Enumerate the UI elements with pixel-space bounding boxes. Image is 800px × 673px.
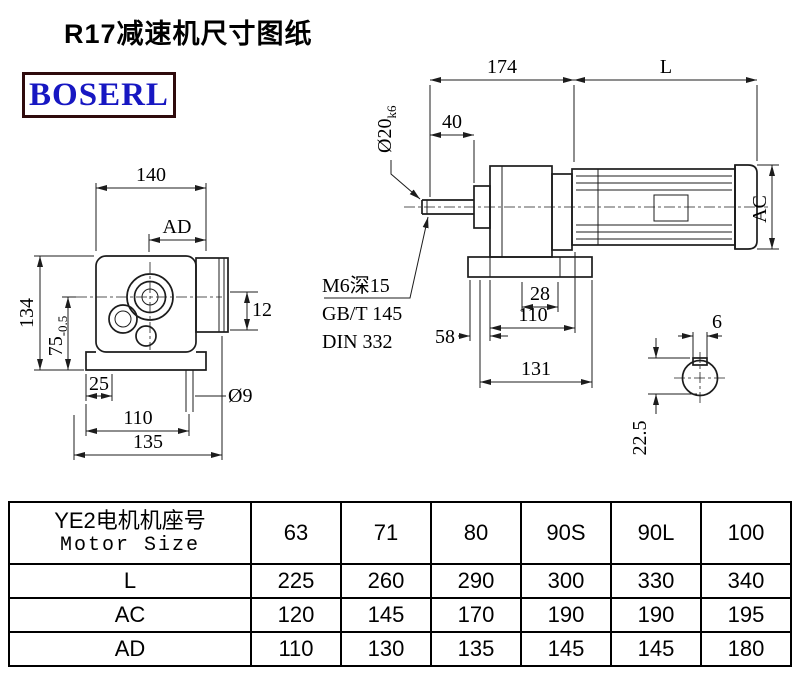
dim-length-110: 110 [518,304,547,326]
row-label-AC: AC [8,597,252,633]
gearbox-foot-flange [85,351,207,371]
front-view [76,255,229,412]
size-63: 63 [250,501,342,565]
AD-63: 110 [250,631,342,667]
size-90s: 90S [520,501,612,565]
dim-width-140: 140 [136,164,166,186]
L-90l: 330 [610,563,702,599]
fan-cover [734,164,758,250]
dim-hole-dia-9: Ø9 [228,385,252,407]
size-71: 71 [340,501,432,565]
motor-fins [576,175,732,240]
motor-adapter [551,173,573,251]
AC-100: 195 [700,597,792,633]
AD-90l: 145 [610,631,702,667]
page-title: R17减速机尺寸图纸 [64,19,313,49]
header-label-cn: YE2电机机座号 [54,507,206,533]
input-bore [108,304,138,334]
AD-80: 135 [430,631,522,667]
table-row-L: L 225 260 290 300 330 340 [8,563,792,599]
AD-71: 130 [340,631,432,667]
L-90s: 300 [520,563,612,599]
size-100: 100 [700,501,792,565]
dim-width-135: 135 [133,431,163,453]
L-100: 340 [700,563,792,599]
size-80: 80 [430,501,522,565]
dim-length-L: L [660,56,672,78]
technical-drawing: 140 AD 134 75-0.5 12 25 [16,56,779,460]
dim-height-134: 134 [16,298,38,328]
dim-length-58: 58 [435,326,455,348]
header-label-en: Motor Size [59,534,201,558]
dim-shaft-dia-20k6: Ø20k6 [374,105,399,153]
AD-90s: 145 [520,631,612,667]
boserl-logo: BOSERL [22,72,176,118]
note-m6: M6深15 [322,274,390,297]
dim-width-110: 110 [123,407,152,429]
AC-90s: 190 [520,597,612,633]
note-din: DIN 332 [322,331,393,353]
side-view-dimensions: 174 L 40 Ø20k6 AC M6深15 GB/T 145 DIN 332 [322,56,779,388]
dim-height-ac: AC [749,195,771,223]
dim-length-174: 174 [487,56,517,78]
L-80: 290 [430,563,522,599]
dim-length-40: 40 [442,111,462,133]
shaft-end-detail: 6 22.5 [629,311,726,456]
row-label-AD: AD [8,631,252,667]
gear-housing [489,165,553,258]
table-row-AD: AD 110 130 135 145 145 180 [8,631,792,667]
AC-80: 170 [430,597,522,633]
AC-71: 145 [340,597,432,633]
AD-100: 180 [700,631,792,667]
gearbox-side-boss [195,257,229,333]
AC-90l: 190 [610,597,702,633]
motor-size-table: YE2电机机座号 Motor Size 63 71 80 90S 90L 100… [8,501,792,667]
table-header-row: YE2电机机座号 Motor Size 63 71 80 90S 90L 100 [8,501,792,565]
motor-nameplate [653,194,689,222]
dim-offset-12: 12 [252,299,272,321]
dim-length-131: 131 [521,358,551,380]
AC-63: 120 [250,597,342,633]
boserl-logo-text: BOSERL [29,76,169,113]
L-63: 225 [250,563,342,599]
table-row-AC: AC 120 145 170 190 190 195 [8,597,792,633]
L-71: 260 [340,563,432,599]
dim-key-height-22-5: 22.5 [629,421,651,456]
dim-key-width-6: 6 [712,311,722,333]
lower-bore [135,325,157,347]
note-gbt: GB/T 145 [322,303,402,325]
gearbox-base [467,256,593,278]
dim-offset-25: 25 [89,373,109,395]
side-view [404,164,768,278]
dim-length-28: 28 [530,283,550,305]
front-view-dimensions: 140 AD 134 75-0.5 12 25 [16,164,272,460]
size-90l: 90L [610,501,702,565]
dim-height-75: 75-0.5 [45,316,70,357]
row-label-L: L [8,563,252,599]
motor-size-header-cell: YE2电机机座号 Motor Size [8,501,252,565]
dim-width-ad: AD [163,216,192,238]
